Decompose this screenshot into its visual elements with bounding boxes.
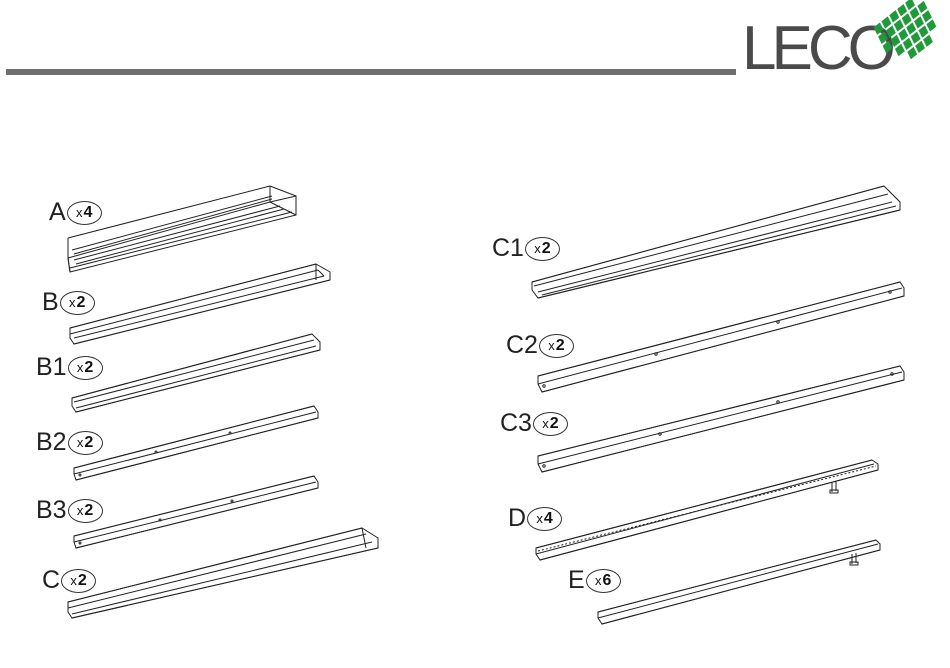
- part-letter: C: [42, 568, 60, 593]
- part-e-drawing: [594, 536, 884, 628]
- header-rule: [6, 69, 736, 75]
- part-letter: C2: [506, 333, 538, 358]
- part-letter: C3: [500, 411, 532, 436]
- part-letter: A: [49, 200, 66, 225]
- part-letter: D: [508, 506, 526, 531]
- part-letter: B: [42, 290, 59, 315]
- part-letter: B2: [36, 430, 67, 455]
- part-letter: C1: [492, 236, 524, 261]
- part-letter: B3: [36, 498, 67, 523]
- part-c-drawing: [62, 522, 384, 622]
- part-letter: E: [568, 568, 585, 593]
- part-letter: B1: [36, 355, 67, 380]
- logo-grid-icon: [868, 0, 950, 62]
- leco-logo: LECO: [740, 0, 950, 80]
